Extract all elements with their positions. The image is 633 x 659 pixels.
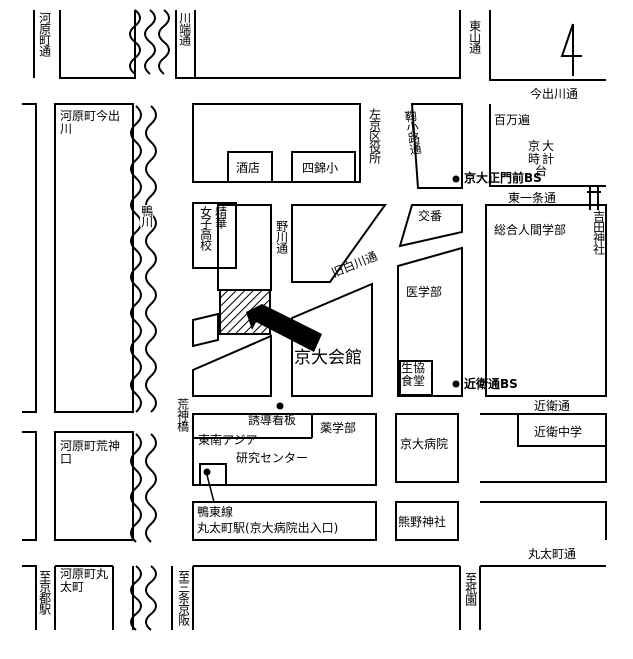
- road-line: [22, 565, 37, 630]
- block-nogawa: [291, 204, 387, 283]
- block-konoe-jhs: [480, 413, 607, 483]
- label-coop: 生協食堂: [401, 361, 426, 388]
- street-marutamachi: 丸太町通: [528, 547, 577, 561]
- label-medicine: 医学部: [406, 285, 443, 299]
- street-konoe: 近衛通: [534, 399, 571, 413]
- label-se-asia-1: 東南アジア: [198, 433, 258, 447]
- label-to-gion: 至祇園: [463, 572, 478, 605]
- label-to-sanjo-keihan: 至三条京阪: [176, 570, 191, 625]
- bridge-label-kojin: 荒神橋: [175, 398, 190, 431]
- label-seika: 精華: [213, 206, 228, 228]
- label-seika-girls-hs: 女子高校: [198, 206, 213, 250]
- block-school: [291, 151, 356, 183]
- block-human-studies: [485, 204, 607, 397]
- torii-icon: [585, 185, 603, 210]
- block-outline: [59, 10, 136, 79]
- label-yoshida-shrine: 吉田神社: [591, 210, 606, 254]
- block-kawaramachi-imadegawa: [54, 103, 134, 413]
- label-sakyo-ward-office: 左京区役所: [367, 108, 382, 163]
- label-pharmacy: 薬学部: [320, 421, 357, 435]
- label-se-asia-2: 研究センター: [236, 451, 309, 465]
- label-kawaramachi-marutamachi: 河原町丸太町: [60, 567, 109, 594]
- pointer-arrow: [246, 304, 322, 352]
- block-outline: [480, 501, 607, 540]
- label-human-studies: 総合人間学部: [494, 223, 567, 237]
- label-hospital: 京大病院: [400, 437, 449, 451]
- block-outline: [195, 10, 461, 79]
- bus-stop-marker: [452, 175, 460, 183]
- block-sakyo: [192, 103, 361, 183]
- label-kamo-higashi-1: 鴨東線: [197, 505, 234, 519]
- label-kamo-higashi-2: 丸太町駅(京大病院出入口): [197, 521, 339, 535]
- block-se-asia: [192, 413, 377, 486]
- street-higashiyama: 東山通: [467, 20, 482, 53]
- block-lower-left: [192, 334, 272, 397]
- block-medicine: [397, 246, 463, 397]
- block-outline: [22, 431, 37, 541]
- block-hospital: [395, 413, 459, 483]
- block-sakaten: [227, 151, 273, 183]
- block-kumano: [395, 501, 459, 541]
- street-nogawa: 野川通: [274, 220, 289, 253]
- label-kawaramachi-kojinguchi: 河原町荒神口: [60, 439, 121, 466]
- station-marker: [203, 468, 211, 476]
- block-coop: [399, 360, 433, 396]
- street-kawabata: 川端通: [177, 12, 192, 45]
- label-kyodai-seimon-bs: 京大正門前BS: [464, 171, 542, 185]
- river-label-kamogawa: 鴨川: [139, 205, 154, 227]
- block-korokoji: [410, 103, 463, 189]
- label-clock-tower: 京大時計台: [527, 139, 556, 179]
- block-koban: [398, 204, 463, 248]
- block-outline: [175, 10, 196, 79]
- label-konoe-jhs: 近衛中学: [534, 425, 583, 439]
- label-kawaramachi-imadegawa: 河原町今出川: [60, 109, 121, 136]
- guide-board-marker: [276, 402, 284, 410]
- street-higashi-ichijo: 東一条通: [508, 191, 557, 205]
- block-outline: [489, 10, 606, 81]
- north-arrow: [560, 23, 582, 76]
- label-kumano-shrine: 熊野神社: [398, 515, 447, 529]
- label-konoe-bs: 近衛通BS: [464, 377, 518, 391]
- label-koban: 交番: [418, 209, 443, 223]
- label-to-kyoto-station: 至京都駅: [37, 570, 52, 614]
- label-kyodai-kaikan: 京大会館: [294, 348, 362, 368]
- label-hyakumanben: 百万遍: [494, 113, 531, 127]
- block-kaikan: [291, 282, 373, 397]
- label-sakaten: 酒店: [236, 161, 261, 175]
- bus-stop-marker: [452, 380, 460, 388]
- street-kawaramachi-top: 河原町通: [37, 12, 52, 56]
- label-shinishiki: 四錦小: [302, 161, 339, 175]
- street-imadegawa: 今出川通: [530, 87, 579, 101]
- block-station: [192, 501, 377, 541]
- label-guide-board: 誘導看板: [248, 413, 297, 427]
- kamo-river: [129, 9, 170, 631]
- block-clocktower: [489, 104, 606, 187]
- block-outline: [22, 103, 37, 413]
